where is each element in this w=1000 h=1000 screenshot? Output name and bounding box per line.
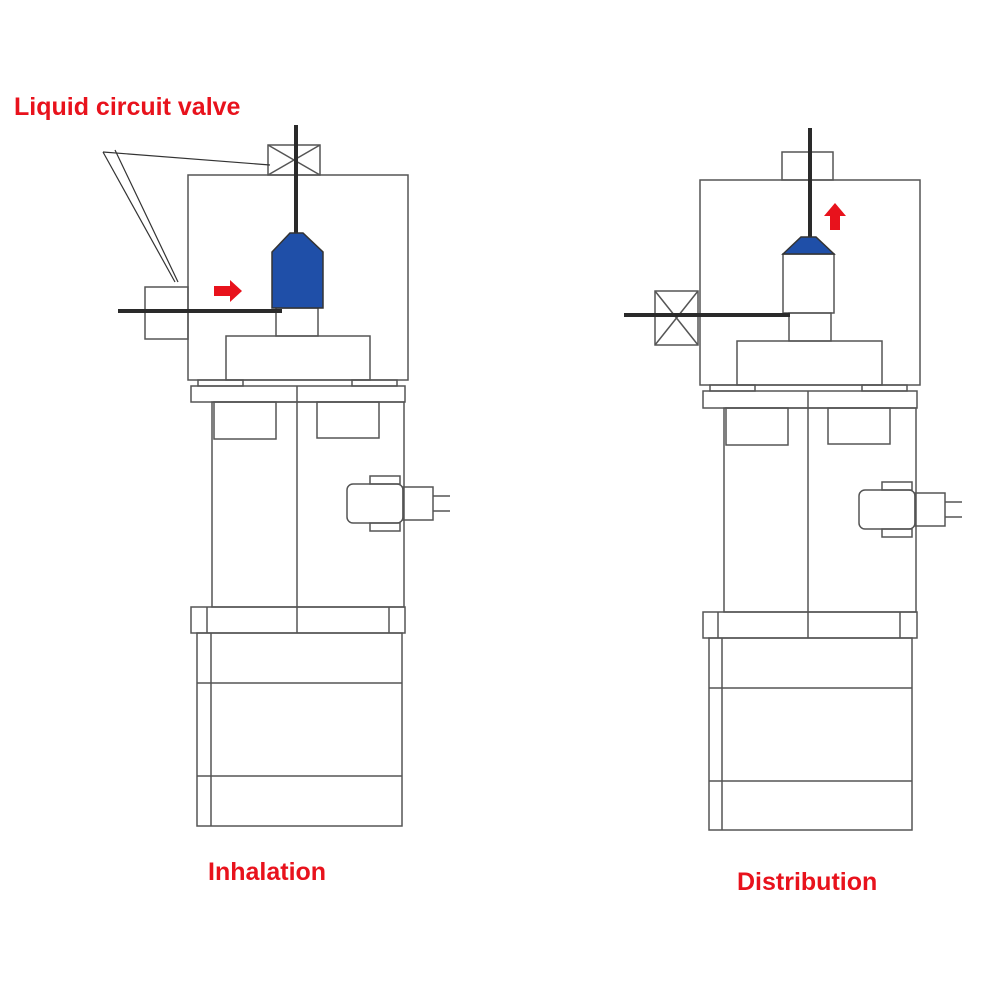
valve-callout-leaders	[102, 149, 271, 283]
left-barrel	[211, 401, 405, 608]
left-piston-base	[275, 307, 319, 337]
right-lower-flange	[702, 611, 918, 639]
right-flange	[702, 390, 918, 409]
right-barrel	[723, 407, 917, 613]
inflow-arrow-icon	[214, 280, 242, 302]
right-inner-block	[736, 340, 883, 386]
left-flange	[190, 385, 406, 403]
inhalation-caption: Inhalation	[208, 858, 327, 886]
liquid-circuit-valve-label: Liquid circuit valve	[14, 93, 241, 121]
right-side-valve-icon	[654, 290, 699, 346]
right-blue-piston-top	[781, 236, 836, 255]
left-motor	[196, 632, 403, 827]
left-fluid-path	[118, 125, 324, 313]
right-top-valve-icon	[781, 151, 834, 181]
outflow-arrow-icon	[824, 203, 846, 230]
left-blue-piston	[271, 232, 324, 309]
right-sensor-connector-icon	[858, 481, 962, 538]
right-motor	[708, 637, 913, 831]
left-inner-block	[225, 335, 371, 381]
distribution-caption: Distribution	[737, 868, 878, 896]
left-sensor-connector-icon	[346, 475, 450, 532]
right-pump-unit	[654, 151, 962, 831]
right-piston-base	[788, 312, 832, 342]
right-fluid-path	[624, 128, 846, 317]
right-piston-body	[782, 253, 835, 314]
left-lower-flange	[190, 606, 406, 634]
